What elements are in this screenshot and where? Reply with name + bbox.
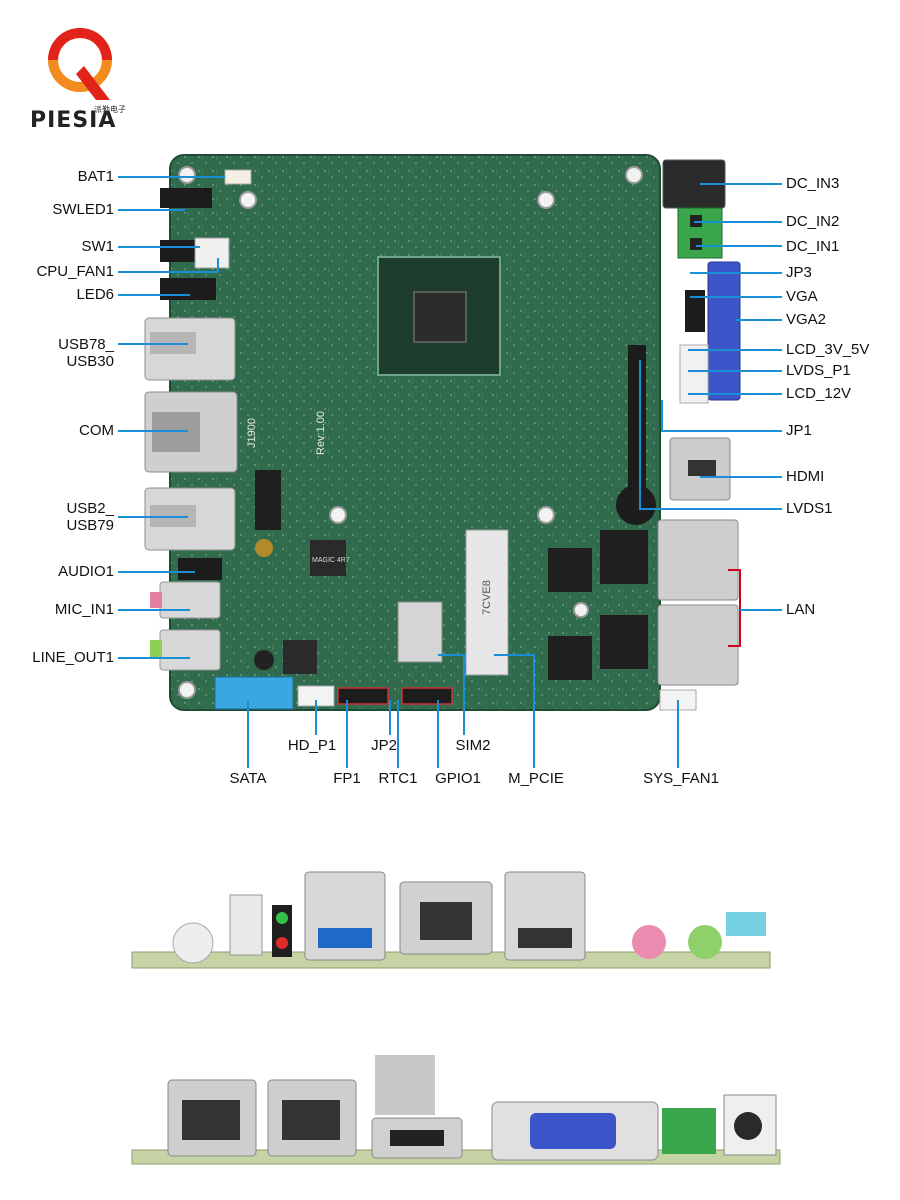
label-led6: LED6 [76, 286, 114, 303]
label-fp1: FP1 [333, 770, 361, 787]
logo-mark-icon [48, 28, 112, 100]
mic-jack [159, 581, 221, 619]
label-jp3: JP3 [786, 264, 812, 281]
label-hdmi: HDMI [786, 468, 825, 485]
side-view-rear [131, 1055, 781, 1165]
vga-port [707, 261, 741, 401]
sim-slot [397, 601, 443, 663]
brand-sub: 派勒电子 [94, 105, 126, 114]
chip-mark-7cve8: 7CVE8 [481, 580, 493, 615]
brand-name: PIESIA [30, 108, 117, 133]
label-sata: SATA [229, 770, 267, 787]
label-vga2: VGA2 [786, 311, 827, 328]
label-usb2: USB2_ USB79 [66, 500, 114, 534]
label-lvds1: LVDS1 [786, 500, 833, 517]
label-sim2: SIM2 [455, 737, 491, 754]
label-m-pcie: M_PCIE [508, 770, 564, 787]
sata [214, 676, 294, 710]
label-dc-in2: DC_IN2 [786, 213, 840, 230]
lvds1 [628, 345, 646, 505]
m-pcie-slot [465, 529, 509, 676]
lan-port-2 [657, 604, 739, 686]
label-swled1: SWLED1 [52, 201, 114, 218]
label-cpu-fan1: CPU_FAN1 [36, 263, 114, 280]
label-gpio1: GPIO1 [435, 770, 481, 787]
label-dc-in1: DC_IN1 [786, 238, 840, 255]
label-audio1: AUDIO1 [58, 563, 114, 580]
label-lcd-12v: LCD_12V [786, 385, 852, 402]
chip-mark-magic: MAGIC 4R7 [312, 557, 350, 564]
label-line-out1: LINE_OUT1 [32, 649, 114, 666]
label-lcd-3v-5v: LCD_3V_5V [786, 341, 870, 358]
chip-mark-j1900: J1900 [246, 418, 258, 448]
label-mic-in1: MIC_IN1 [54, 601, 114, 618]
label-hd-p1: HD_P1 [287, 737, 337, 754]
label-dc-in3: DC_IN3 [786, 175, 840, 192]
label-usb78: USB78_ USB30 [58, 336, 114, 370]
label-com: COM [79, 422, 114, 439]
label-rtc1: RTC1 [378, 770, 418, 787]
label-jp2: JP2 [371, 737, 397, 754]
label-bat1: BAT1 [77, 168, 114, 185]
leader-lines [118, 176, 782, 768]
lan-port-1 [657, 519, 739, 601]
label-sys-fan1: SYS_FAN1 [643, 770, 719, 787]
brand-logo: PIESIA 派勒电子 [30, 22, 170, 133]
label-lvds-p1: LVDS_P1 [786, 362, 851, 379]
label-vga: VGA [786, 288, 818, 305]
cpu [377, 256, 501, 376]
label-sw1: SW1 [81, 238, 114, 255]
label-lan: LAN [786, 601, 816, 618]
line-out-jack [159, 629, 221, 671]
side-view-front [131, 871, 771, 969]
label-jp1: JP1 [786, 422, 812, 439]
chip-mark-rev: Rev:1.00 [315, 411, 327, 455]
lan-bracket [728, 569, 741, 647]
